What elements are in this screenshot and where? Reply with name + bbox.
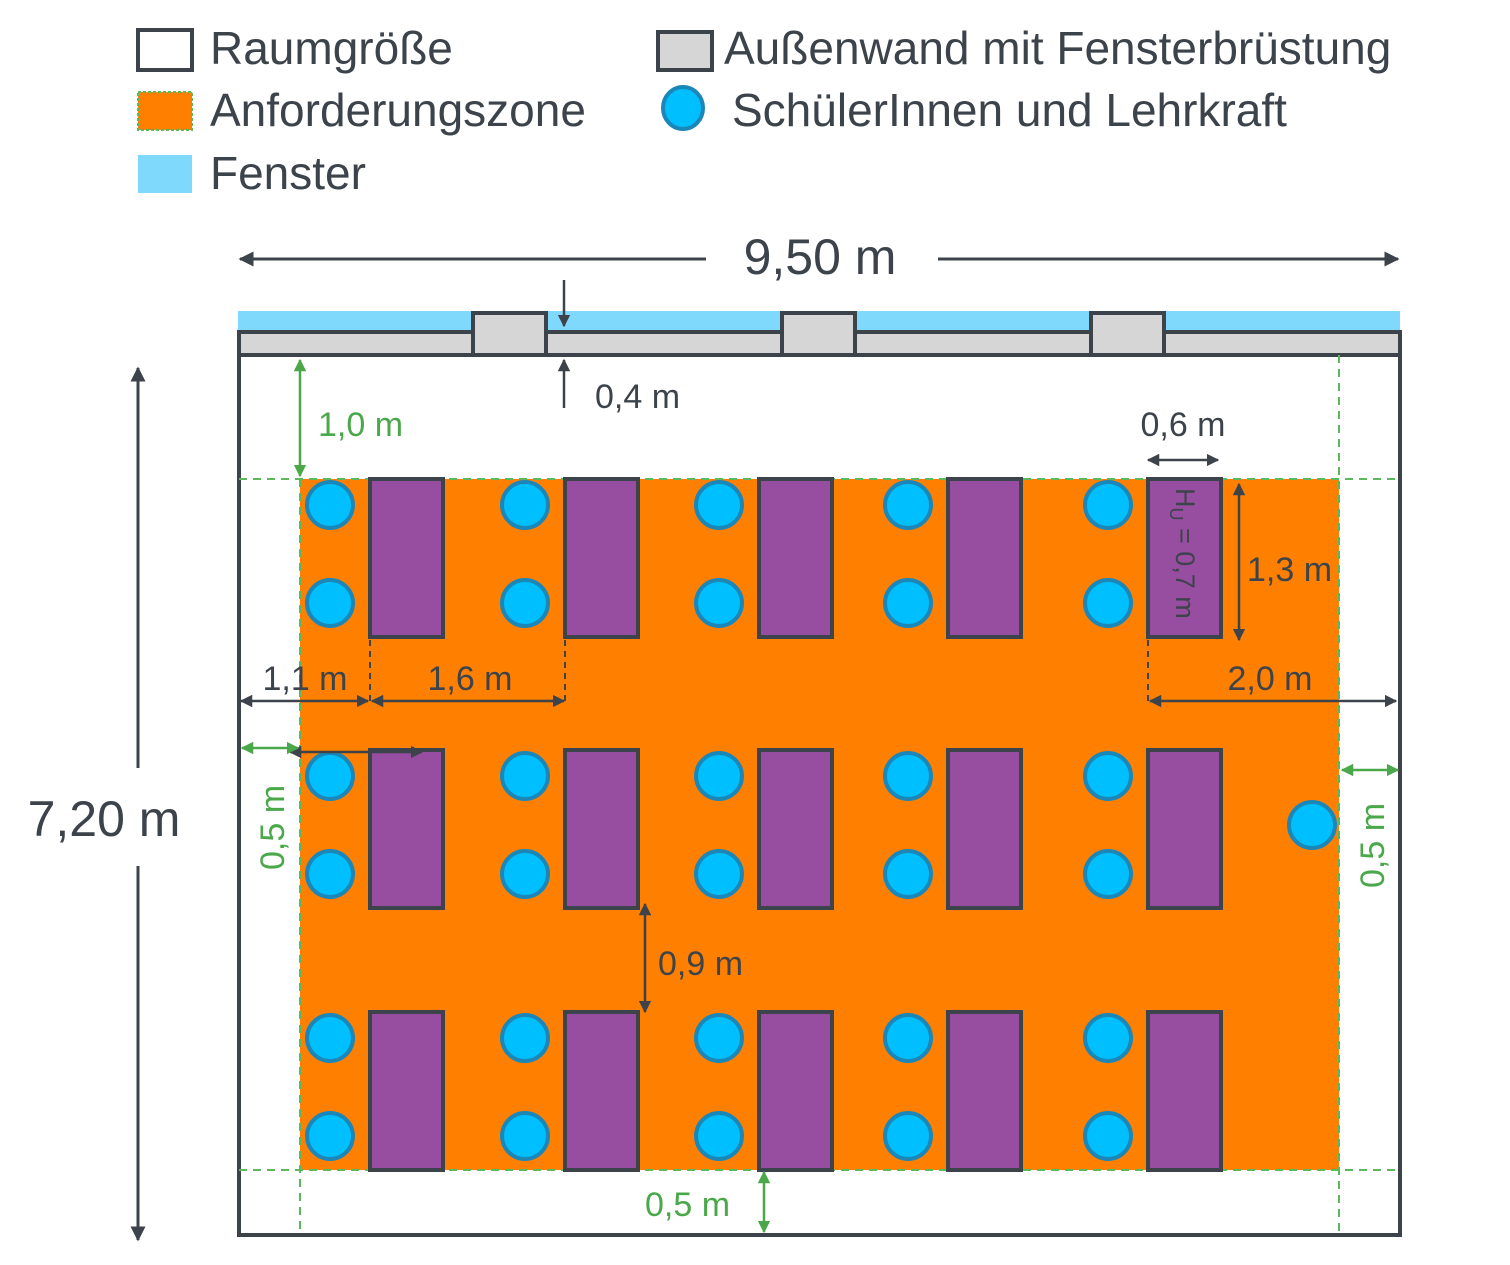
desk xyxy=(946,748,1023,910)
gray-square-icon xyxy=(656,30,714,72)
student-seat xyxy=(1083,1013,1133,1063)
desk-width-dimension: 0,6 m xyxy=(1140,406,1226,467)
window-pier xyxy=(780,311,857,357)
room-depth-label: 7,20 m xyxy=(28,791,181,847)
student-seat xyxy=(305,849,355,899)
desk-width-label: 0,6 m xyxy=(1140,406,1225,444)
student-seat xyxy=(305,1013,355,1063)
window-pier xyxy=(471,311,548,357)
desk-layer xyxy=(305,477,1337,1172)
student-seat xyxy=(305,578,355,628)
desk xyxy=(946,1010,1023,1172)
student-seat xyxy=(305,751,355,801)
desk xyxy=(563,1010,640,1172)
desk xyxy=(563,748,640,910)
desk xyxy=(368,477,445,639)
desk-height-label: HU = 0,7 m xyxy=(1166,488,1200,619)
blue-circle-icon xyxy=(661,85,705,131)
desk xyxy=(757,477,834,639)
aisle-dimension: 0,9 m xyxy=(638,902,743,1014)
room-outline xyxy=(237,355,1402,1237)
student-seat xyxy=(883,1111,933,1161)
student-seat xyxy=(883,751,933,801)
back-offset-label: 0,5 m xyxy=(645,1186,730,1224)
side-left-label: 0,5 m xyxy=(254,785,292,870)
student-seat xyxy=(694,578,744,628)
teacher-seat xyxy=(1287,800,1337,850)
desk-depth-label: 1,3 m xyxy=(1247,551,1332,589)
desk xyxy=(1146,1010,1223,1172)
student-seat xyxy=(694,751,744,801)
window-offset-label: 1,0 m xyxy=(318,406,403,444)
student-seat xyxy=(500,1111,550,1161)
desk xyxy=(368,1010,445,1172)
student-seat xyxy=(305,1111,355,1161)
desk xyxy=(1146,477,1223,639)
room-width-dimension: 9,50 m xyxy=(238,229,1400,285)
student-seat xyxy=(694,849,744,899)
legend-label-wall: Außenwand mit Fensterbrüstung xyxy=(724,22,1391,74)
lightblue-square-icon xyxy=(138,155,192,193)
desk xyxy=(946,477,1023,639)
legend-label-room: Raumgröße xyxy=(210,22,453,74)
desk-spacing-dimensions: 1,1 m 1,6 m 2,0 m xyxy=(239,640,1398,759)
student-seat xyxy=(500,1013,550,1063)
desk-depth-dimension: 1,3 m xyxy=(1232,482,1332,642)
aisle-label: 0,9 m xyxy=(658,945,743,983)
student-seat xyxy=(694,1111,744,1161)
student-seat xyxy=(883,480,933,530)
desk xyxy=(757,748,834,910)
student-seat xyxy=(305,480,355,530)
side-right-label: 0,5 m xyxy=(1354,803,1392,888)
desk-height-sub: U xyxy=(1166,508,1186,521)
legend-item-wall: Außenwand mit Fensterbrüstung xyxy=(656,22,1391,74)
desk-spacing-label: 1,6 m xyxy=(427,660,512,698)
legend-label-window: Fenster xyxy=(210,147,366,199)
student-seat xyxy=(1083,751,1133,801)
back-offset-dimension: 0,5 m xyxy=(645,1170,771,1234)
wall-thickness-label: 0,4 m xyxy=(595,378,680,416)
desk-height-h: H xyxy=(1170,488,1200,508)
legend-item-person: SchülerInnen und Lehrkraft xyxy=(661,84,1287,136)
student-seat xyxy=(1083,1111,1133,1161)
student-seat xyxy=(500,578,550,628)
student-seat xyxy=(500,849,550,899)
window-offset-dimension: 1,0 m xyxy=(293,358,403,478)
side-offset-right-dimension: 0,5 m xyxy=(1340,763,1400,888)
desk-height-value: = 0,7 m xyxy=(1170,521,1200,619)
student-seat xyxy=(500,751,550,801)
legend-label-person: SchülerInnen und Lehrkraft xyxy=(732,84,1287,136)
wall-thickness-dimension: 0,4 m xyxy=(557,280,680,416)
desk xyxy=(1146,748,1223,910)
orange-square-icon xyxy=(137,91,193,131)
legend-item-window: Fenster xyxy=(138,147,366,199)
student-seat xyxy=(883,578,933,628)
outline-square-icon xyxy=(136,28,194,72)
student-seat xyxy=(1083,849,1133,899)
room-depth-dimension: 7,20 m xyxy=(28,366,181,1242)
student-seat xyxy=(694,480,744,530)
room-width-label: 9,50 m xyxy=(744,229,897,285)
legend: Raumgröße Anforderungszone Fenster Außen… xyxy=(136,22,1391,199)
window-pier xyxy=(1089,311,1166,357)
desk xyxy=(757,1010,834,1172)
desk-right-label: 2,0 m xyxy=(1227,660,1312,698)
student-seat xyxy=(1083,480,1133,530)
side-offset-left-dimension: 0,5 m xyxy=(240,741,300,870)
legend-label-zone: Anforderungszone xyxy=(210,84,586,136)
legend-item-zone: Anforderungszone xyxy=(137,84,586,136)
student-seat xyxy=(500,480,550,530)
wall-to-desk-label: 1,1 m xyxy=(262,660,347,698)
student-seat xyxy=(883,849,933,899)
student-seat xyxy=(883,1013,933,1063)
desk xyxy=(368,748,445,910)
legend-item-room: Raumgröße xyxy=(136,22,453,74)
student-seat xyxy=(694,1013,744,1063)
student-seat xyxy=(1083,578,1133,628)
desk xyxy=(563,477,640,639)
